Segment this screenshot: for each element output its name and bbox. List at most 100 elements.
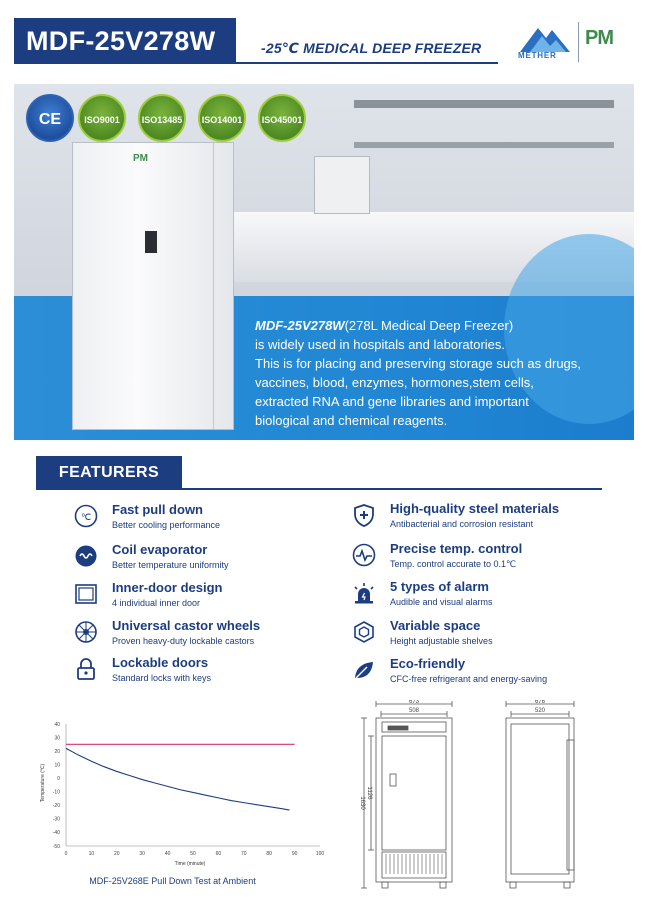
chart-y-tick-label: -20 [53,803,60,809]
chart-y-tick-label: 40 [54,722,60,728]
chart-series [65,743,295,811]
chart-y-tick-label: -10 [53,790,60,796]
feature-title: Coil evaporator [112,542,208,557]
lab-device [314,156,370,214]
feature-desc: Antibacterial and corrosion resistant [390,519,534,529]
feature-desc: CFC-free refrigerant and energy-saving [390,674,548,684]
wheel-icon [75,621,97,643]
side-width-outer-label: 676 [535,700,546,705]
feature-castor-wheels: Universal castor wheels Proven heavy-dut… [74,618,344,654]
mether-logo-icon [520,28,570,52]
logo-divider [578,22,579,62]
freezer-door-seam [213,143,214,429]
lock-icon [77,658,95,680]
feature-desc: Proven heavy-duty lockable castors [112,636,255,646]
chart-y-tick-label: 10 [54,762,60,768]
svg-text:℃: ℃ [81,512,91,522]
description-line: extracted RNA and gene libraries and imp… [255,394,529,409]
feature-lockable-doors: Lockable doors Standard locks with keys [74,655,344,691]
mether-brand-text: METHER [518,51,557,60]
chart-series-line-2 [65,747,290,811]
freezer-handle [145,231,157,253]
hero-image: CE ISO9001 ISO13485 ISO14001 ISO45001 PM… [14,84,634,440]
chart-x-tick-label: 50 [190,851,196,857]
description-line: is widely used in hospitals and laborato… [255,337,506,352]
chart-ylabel: Temperature (℃) [40,763,46,802]
chart-y-tick-label: 30 [54,735,60,741]
feature-title: 5 types of alarm [390,579,489,594]
feature-desc: 4 individual inner door [112,598,201,608]
chart-x-tick-label: 90 [292,851,298,857]
chart-gridlines [65,724,320,847]
chart-x-tick-label: 40 [165,851,171,857]
chart-x-tick-label: 70 [241,851,247,857]
side-view-drawing [505,701,575,889]
chart-x-tick-label: 30 [139,851,145,857]
chart-y-tick-label: 20 [54,749,60,755]
feature-title: Variable space [390,618,481,633]
chart-x-tick-label: 100 [316,851,325,857]
cube-icon [354,621,374,643]
chart-y-tick-label: 0 [57,776,60,782]
freezer-logo: PM [133,153,148,164]
feature-steel-materials: High-quality steel materials Antibacteri… [352,501,622,537]
feature-temp-control: Precise temp. control Temp. control accu… [352,541,622,577]
feature-desc: Audible and visual alarms [390,597,493,607]
chart-x-tick-label: 20 [114,851,120,857]
feature-title: Inner-door design [112,580,223,595]
chart-y-tick-label: -50 [53,844,60,850]
front-view-drawing [361,701,453,889]
feature-desc: Standard locks with keys [112,673,212,683]
front-width-inner-label: 508 [409,708,420,714]
front-width-outer-label: 673 [409,700,420,705]
feature-inner-door: Inner-door design 4 individual inner doo… [74,580,344,616]
chart-x-tick-label: 60 [216,851,222,857]
height-outer-label: 1630 [359,796,365,810]
freezer-product-image: PM [72,142,234,430]
model-title: MDF-25V278W [14,18,236,64]
chart-x-tick-label: 80 [266,851,272,857]
feature-coil-evaporator: Coil evaporator Better temperature unifo… [74,542,344,578]
chart-xlabel: Time (minute) [175,861,206,867]
chart-x-tick-label: 10 [89,851,95,857]
feature-alarm: 5 types of alarm Audible and visual alar… [352,579,622,615]
coil-icon [75,545,97,567]
thermometer-icon: ℃ [74,504,98,528]
pulse-icon [352,543,376,567]
feature-desc: Temp. control accurate to 0.1℃ [390,559,517,569]
height-inner-label: 1126 [366,787,372,801]
alarm-icon [354,583,374,604]
decorative-curve [504,234,634,424]
side-width-inner-label: 520 [535,708,546,714]
description-line: vaccines, blood, enzymes, hormones,stem … [255,375,534,390]
chart-x-tick-label: 0 [65,851,68,857]
description-line: This is for placing and preserving stora… [255,356,581,371]
product-description: MDF-25V278W(278L Medical Deep Freezer) i… [255,316,625,430]
product-subtitle: -25℃ MEDICAL DEEP FREEZER [261,40,482,56]
chart-caption: MDF-25V268E Pull Down Test at Ambient [89,876,256,886]
iso14001-badge: ISO14001 [198,94,246,142]
pm-brand-logo: PM [585,27,614,49]
iso13485-badge: ISO13485 [138,94,186,142]
header-underline [236,62,498,64]
features-underline [182,488,602,490]
chart-y-tick-label: -30 [53,817,60,823]
iso45001-badge: ISO45001 [258,94,306,142]
lab-shelf-lower [354,142,614,148]
description-line: (278L Medical Deep Freezer) [344,318,514,333]
description-line: biological and chemical reagents. [255,413,448,428]
feature-desc: Height adjustable shelves [390,636,493,646]
lab-shelf [354,100,614,108]
feature-title: Eco-friendly [390,656,466,671]
iso9001-badge: ISO9001 [78,94,126,142]
feature-desc: Better cooling performance [112,520,221,530]
feature-variable-space: Variable space Height adjustable shelves [352,618,622,654]
door-icon [75,584,97,604]
leaf-icon [355,662,373,679]
feature-title: High-quality steel materials [390,501,560,516]
description-model: MDF-25V278W [255,318,345,333]
feature-desc: Better temperature uniformity [112,560,229,570]
ce-badge: CE [26,94,74,142]
